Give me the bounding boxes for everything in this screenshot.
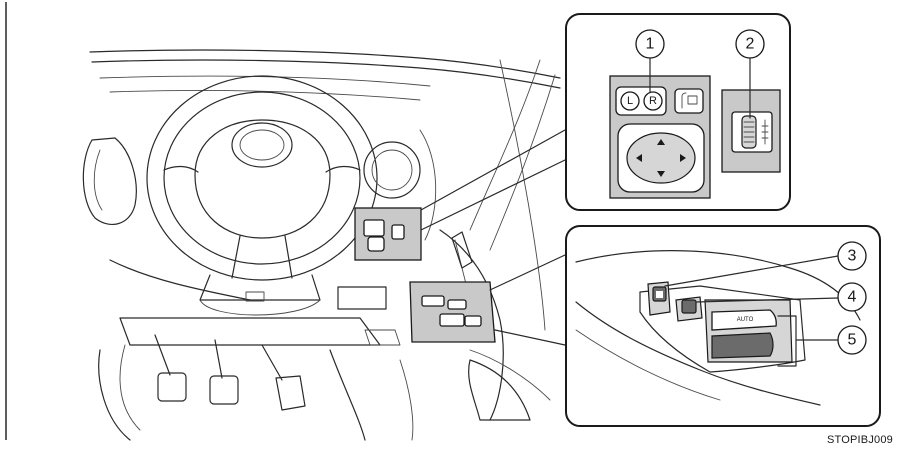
steering-column (199, 274, 321, 301)
door-window-edge (499, 59, 546, 331)
dash-right-edge (419, 129, 437, 241)
passenger-window-switch (681, 299, 697, 314)
armrest-lower (575, 329, 721, 401)
callout-3-number: 3 (848, 248, 857, 265)
door-panel (439, 229, 504, 421)
center-console (119, 317, 381, 346)
figure-code: STOPIBJ009 (827, 434, 893, 446)
callout-4-number: 4 (848, 289, 857, 306)
mirror-fold-button (674, 88, 704, 114)
callout-4-leader (695, 297, 839, 303)
console-box (337, 286, 387, 310)
headlight-dial-ridges (743, 121, 755, 143)
seat-right (329, 349, 366, 441)
callout-3-leader (664, 255, 839, 287)
mirror-right-label: R (649, 95, 657, 107)
switch-console (639, 285, 806, 373)
dash-switch-highlight (354, 207, 422, 261)
door-curve (469, 349, 551, 401)
leader-top-1 (420, 129, 566, 211)
window-callout-box: AUTO 3 4 5 (565, 225, 881, 427)
a-pillar-2 (489, 74, 556, 251)
mirror-callout-box: L R 1 2 (565, 13, 791, 211)
console-side (364, 329, 401, 346)
left-vent (82, 137, 137, 226)
mirror-left-label: L (627, 95, 633, 107)
window-lock-icon (656, 291, 663, 298)
a-pillar (469, 59, 541, 231)
steering-logo (231, 122, 293, 168)
seat-left (98, 349, 131, 441)
right-selector (643, 91, 663, 111)
pedal-clutch-arm (154, 334, 171, 376)
leader-bottom-1 (489, 254, 566, 291)
lower-dash (109, 259, 251, 301)
seat-right-2 (399, 359, 414, 441)
leader-bottom-2 (494, 329, 566, 346)
windshield-line-2 (109, 89, 421, 101)
driver-window-switch (711, 309, 777, 331)
arrow-left-icon (636, 154, 642, 162)
auto-label: AUTO (737, 317, 754, 323)
left-selector (620, 91, 640, 111)
steering-spoke-bottom (231, 235, 293, 279)
steering-spoke-left (163, 165, 199, 173)
seat-left-2 (119, 344, 141, 431)
arrow-up-icon (657, 139, 665, 145)
pedal-accel (275, 375, 306, 411)
pedal-brake (209, 375, 239, 405)
steering-logo-inner (239, 129, 285, 161)
callout-5-circle (837, 325, 867, 355)
steering-wheel-outer (146, 75, 378, 281)
callout-1-number: 1 (646, 36, 655, 53)
arrow-down-icon (657, 171, 665, 177)
callout-4-circle (837, 282, 867, 312)
callout-3-circle (837, 241, 867, 271)
steering-spoke-right (325, 165, 361, 173)
armrest-outline-2 (575, 301, 821, 406)
steering-wheel-inner (163, 91, 361, 265)
pedal-accel-arm (261, 344, 283, 381)
callout-2-circle (735, 29, 765, 59)
right-round-vent-inner (371, 149, 413, 191)
leader-top-2 (420, 159, 566, 231)
windshield-line (99, 75, 431, 87)
arrow-right-icon (680, 154, 686, 162)
dashboard-top-line-2 (91, 59, 561, 89)
door-switch-highlight (409, 281, 496, 343)
callout-5-bracket (777, 315, 839, 367)
callout-1-circle (635, 29, 665, 59)
pedal-clutch (157, 372, 187, 402)
car-interior (82, 49, 561, 441)
column-cover (199, 299, 321, 316)
dashboard-top-line (89, 49, 561, 79)
front-passenger-window-switch (711, 332, 774, 359)
steering-hub (194, 119, 331, 239)
callout-2-number: 2 (746, 36, 755, 53)
right-round-vent (363, 141, 421, 199)
door-armrest (468, 359, 531, 421)
mirror-adjust-pad-inner (626, 132, 696, 184)
left-vent-inner (93, 149, 103, 211)
callout-5-number: 5 (848, 332, 857, 349)
door-handle (451, 231, 473, 269)
headlight-level-icon (761, 119, 769, 145)
mirror-fold-icon (681, 92, 698, 109)
console-slot (245, 291, 265, 302)
pedal-brake-arm (214, 339, 223, 379)
